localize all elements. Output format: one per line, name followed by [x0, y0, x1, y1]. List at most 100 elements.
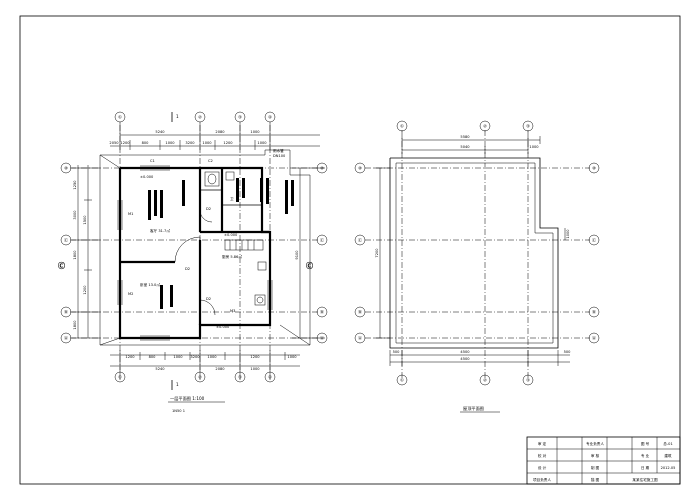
- roof-axis-left-a: Ⓐ: [358, 335, 363, 342]
- tb-r2-c4: 日 期: [641, 465, 650, 470]
- dim-left-4: 1500: [83, 215, 87, 225]
- roof-dim-top-2: 5040: [460, 145, 470, 149]
- axis-labels-right-plan: ① ② ③ ① ② ③ ⑩ Ⓒ Ⓑ Ⓐ ⑩ Ⓒ Ⓑ Ⓐ: [358, 124, 597, 383]
- tb-r2-c0: 设 计: [538, 465, 547, 470]
- section-mark-top: 1: [176, 114, 179, 119]
- dim-left-2: 3000: [73, 210, 77, 220]
- dim-top-detail-5: 3200: [185, 141, 195, 145]
- tb-r0-c5: 总-01: [663, 441, 672, 446]
- dim-left-1: 1250: [73, 180, 77, 190]
- tb-r1-c0: 校 对: [538, 453, 547, 458]
- section-mark-bottom: 1: [176, 382, 179, 387]
- roof-axis-right-b: Ⓑ: [592, 309, 597, 316]
- dim-bottom-detail-1: 1200: [125, 355, 135, 359]
- floor-plan: [70, 112, 325, 390]
- axis-bottom-4: ④: [268, 375, 272, 380]
- roof-axis-left-d: ⑩: [358, 166, 362, 171]
- dim-left-5: 1200: [83, 285, 87, 295]
- elev-2: ±0.000: [216, 325, 230, 329]
- dim-bottom-total-2: 2080: [215, 367, 225, 371]
- roof-dim-top-1: 5580: [460, 135, 470, 139]
- axis-bottom-1: ①: [118, 375, 122, 380]
- elev-3: ±0.000: [224, 233, 238, 237]
- roof-dim-bottom-1: 4500: [460, 350, 470, 354]
- roof-axis-bottom-1: ①: [400, 378, 404, 383]
- note-right-2: DN100: [273, 154, 286, 158]
- roof-axis-left-c: Ⓒ: [358, 237, 363, 244]
- axis-top-2: ②: [198, 115, 202, 120]
- tb-r0-c2: 专业负责人: [586, 441, 604, 446]
- dim-bottom-detail-5: 1000: [207, 355, 217, 359]
- roof-dim-right-1: 1000: [566, 229, 570, 239]
- dim-top-total-1: 5240: [155, 130, 165, 134]
- win-c1: C1: [150, 159, 155, 163]
- door-m1: M1: [128, 212, 133, 216]
- roof-plan-title: 屋顶平面图: [463, 406, 484, 412]
- roof-axis-right-a: Ⓐ: [592, 335, 597, 342]
- room-kitchen: 厨房 5.86㎡: [222, 254, 242, 259]
- dim-top-detail-8: 1000: [257, 141, 267, 145]
- tb-r1-c4: 专 业: [641, 453, 650, 458]
- axis-labels-left-plan: ① ② ③ ④ ① ② ③ ④ ⑩ Ⓒ Ⓑ Ⓐ ⑩ Ⓒ Ⓑ Ⓐ: [64, 115, 325, 380]
- roof-plan: [365, 130, 590, 378]
- tb-r1-c5: 建筑: [664, 453, 672, 458]
- win-c2: C2: [208, 159, 213, 163]
- note-right-1: 雨水管: [273, 148, 284, 153]
- dim-bottom-detail-7: 1000: [287, 355, 297, 359]
- title-block: [526, 436, 681, 485]
- room-wc: 卫: [230, 197, 234, 201]
- dim-right-1: 9100: [295, 250, 299, 260]
- axis-bubbles-right-plan: [354, 120, 600, 386]
- axis-bottom-2: ②: [198, 375, 202, 380]
- axis-top-1: ①: [118, 115, 122, 120]
- door-d2-b: D2: [206, 207, 211, 211]
- side-mark-right: Ⓒ: [306, 261, 313, 270]
- roof-dim-bottom-4: 500: [564, 350, 572, 354]
- room-living: 客厅 31.7㎡: [150, 228, 170, 233]
- dim-bottom-total-1: 5240: [155, 367, 165, 371]
- axis-left-a: Ⓐ: [64, 335, 69, 342]
- tb-r3-c0: 项目负责人: [533, 477, 551, 482]
- dim-top-detail-3: 800: [142, 141, 150, 145]
- tb-r1-c2: 审 核: [591, 453, 600, 458]
- door-m2: M2: [128, 292, 133, 296]
- roof-axis-top-2: ②: [483, 124, 487, 129]
- axis-left-d: ⑩: [64, 166, 68, 171]
- roof-axis-top-1: ①: [400, 124, 404, 129]
- dim-top-detail-6: 1000: [202, 141, 212, 145]
- dim-bottom-detail-3: 1000: [173, 355, 183, 359]
- roof-axis-bottom-2: ②: [483, 378, 487, 383]
- roof-dim-bottom-2: 4500: [460, 357, 470, 361]
- axis-right-b: Ⓑ: [320, 309, 325, 316]
- floor-plan-title: 一层平面图 1:100: [170, 396, 205, 402]
- room-bedroom: 卧室 13.0㎡: [140, 282, 160, 287]
- axis-bubbles-left-plan: [60, 111, 328, 383]
- dim-left-6: 1800: [73, 320, 77, 330]
- side-mark-left: Ⓒ: [58, 261, 65, 270]
- dim-top-detail-2: 1200: [120, 141, 130, 145]
- dim-bottom-detail-6: 1200: [250, 355, 260, 359]
- roof-dim-left-1: 7200: [375, 248, 379, 258]
- axis-top-3: ③: [238, 115, 242, 120]
- title-block-text: 审 定 专业负责人 图 号 总-01 校 对 审 核 专 业 建筑 设 计 制 …: [533, 441, 675, 482]
- axis-top-4: ④: [268, 115, 272, 120]
- dim-bottom-detail-4: 3200: [190, 355, 200, 359]
- room-note-blocks: [148, 178, 294, 309]
- tb-r3-c2: 描 图: [591, 477, 600, 482]
- axis-bottom-3: ③: [238, 375, 242, 380]
- tb-r0-c0: 审 定: [538, 441, 547, 446]
- axis-right-a: Ⓐ: [320, 335, 325, 342]
- elev-1: ±0.000: [140, 175, 154, 179]
- tb-r3-c5: 某某住宅施工图: [632, 477, 658, 482]
- axis-right-d: ⑩: [320, 166, 324, 171]
- dimension-labels-right-plan: 5580 5040 1000 4500 4500 500 500 7200 10…: [375, 135, 571, 361]
- dim-top-detail-7: 1200: [223, 141, 233, 145]
- room-labels-left-plan: 客厅 31.7㎡ 卧室 13.0㎡ 厨房 5.86㎡ 卫 D2 D2 D2 M1…: [58, 114, 313, 387]
- roof-axis-right-c: Ⓒ: [592, 237, 597, 244]
- dim-bottom-detail-2: 800: [149, 355, 157, 359]
- roof-dim-bottom-3: 500: [393, 350, 401, 354]
- axis-right-c: Ⓒ: [320, 237, 325, 244]
- axis-left-c: Ⓒ: [64, 237, 69, 244]
- dim-top-detail-4: 1000: [165, 141, 175, 145]
- dim-top-total-3: 1000: [250, 130, 260, 134]
